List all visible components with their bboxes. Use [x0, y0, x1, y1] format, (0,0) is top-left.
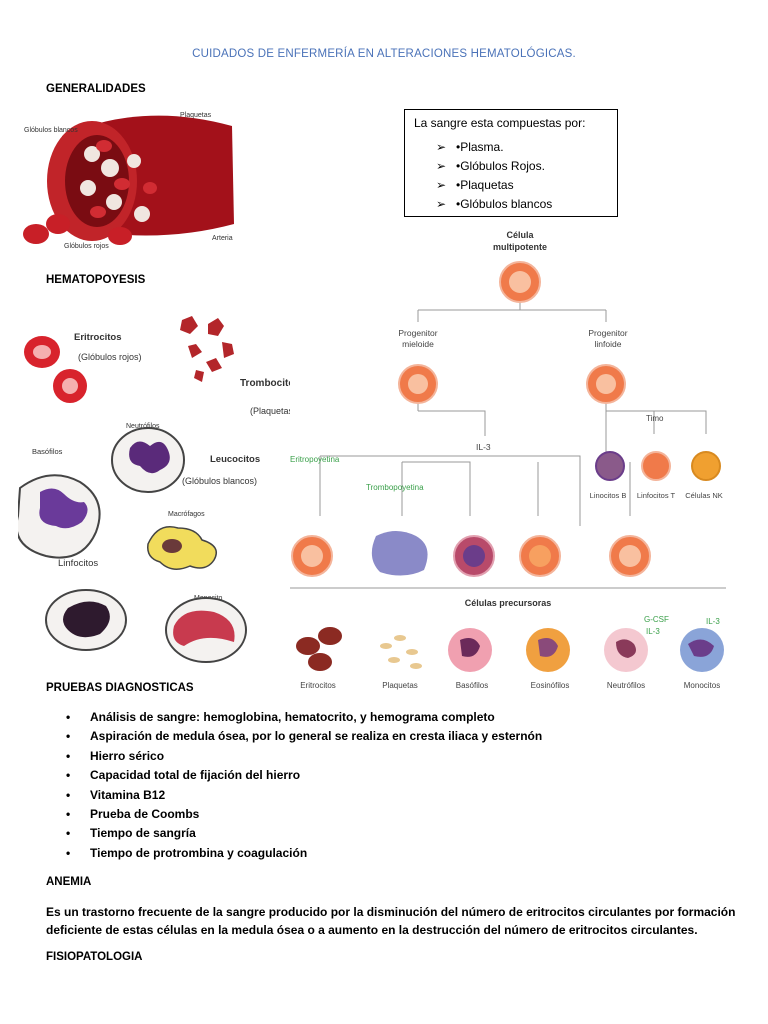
list-item: Aspiración de medula ósea, por lo genera… [66, 727, 768, 747]
hematopoiesis-tree-diagram: Célula multipotente Progenitor mieloide … [290, 230, 726, 690]
svg-text:Células precursoras: Células precursoras [465, 598, 552, 608]
list-item: Hierro sérico [66, 747, 768, 767]
list-item: Análisis de sangre: hemoglobina, hematoc… [66, 708, 768, 728]
svg-text:(Glóbulos blancos): (Glóbulos blancos) [182, 476, 257, 486]
svg-text:Monocitos: Monocitos [684, 681, 720, 690]
svg-text:(Glóbulos rojos): (Glóbulos rojos) [78, 352, 142, 362]
svg-text:IL-3: IL-3 [476, 442, 491, 452]
svg-text:Linfocitos T: Linfocitos T [637, 491, 676, 500]
blood-box-item: ➢•Plasma. [436, 138, 608, 157]
blood-box-title: La sangre esta compuestas por: [414, 116, 586, 130]
svg-text:Eritropoyetina: Eritropoyetina [290, 455, 340, 464]
svg-text:Basófilos: Basófilos [32, 447, 63, 456]
svg-text:Basófilos: Basófilos [456, 681, 488, 690]
svg-text:Célula: Célula [506, 230, 534, 240]
svg-text:IL-3: IL-3 [646, 627, 660, 636]
blood-box-item: ➢•Glóbulos Rojos. [436, 157, 608, 176]
pruebas-list: Análisis de sangre: hemoglobina, hematoc… [46, 708, 768, 864]
svg-text:Linocitos B: Linocitos B [590, 491, 627, 500]
svg-text:Eosinófilos: Eosinófilos [531, 681, 570, 690]
svg-text:linfoide: linfoide [595, 339, 622, 349]
svg-text:Neutrófilos: Neutrófilos [126, 423, 160, 430]
blood-box-item: ➢•Glóbulos blancos [436, 195, 608, 214]
arrow-icon: ➢ [436, 197, 447, 211]
svg-text:Leucocitos: Leucocitos [210, 454, 260, 465]
blood-box-item: ➢•Plaquetas [436, 176, 608, 195]
arrow-icon: ➢ [436, 178, 447, 192]
list-item: Capacidad total de fijación del hierro [66, 766, 768, 786]
list-item: Tiempo de protrombina y coagulación [66, 844, 768, 864]
svg-text:Progenitor: Progenitor [398, 328, 437, 338]
arrow-icon: ➢ [436, 140, 447, 154]
svg-text:Eritrocitos: Eritrocitos [74, 332, 122, 343]
svg-text:Macrófagos: Macrófagos [168, 511, 205, 518]
heading-anemia: ANEMIA [46, 876, 92, 888]
label-globulos-blancos: Glóbulos blancos [24, 127, 78, 134]
svg-text:G-CSF: G-CSF [644, 615, 669, 624]
svg-text:Linfocitos: Linfocitos [58, 558, 98, 569]
artery-illustration: Plaquetas Glóbulos blancos Glóbulos rojo… [23, 112, 234, 250]
svg-text:Neutrófilos: Neutrófilos [607, 681, 645, 690]
label-globulos-rojos: Glóbulos rojos [64, 243, 109, 250]
svg-text:Células NK: Células NK [685, 491, 723, 500]
svg-text:multipotente: multipotente [493, 242, 547, 252]
arrow-icon: ➢ [436, 159, 447, 173]
blood-cell-types-illustration: Eritrocitos (Glóbulos rojos) Trombocitos… [18, 316, 290, 663]
svg-text:IL-3: IL-3 [706, 617, 720, 626]
svg-text:(Plaquetas): (Plaquetas) [250, 406, 290, 416]
svg-text:Progenitor: Progenitor [588, 328, 627, 338]
list-item: Vitamina B12 [66, 786, 768, 806]
label-plaquetas: Plaquetas [180, 112, 212, 119]
svg-text:Trombocitos: Trombocitos [240, 378, 290, 389]
heading-fisiopatologia: FISIOPATOLOGIA [46, 951, 143, 963]
heading-generalidades: GENERALIDADES [46, 83, 146, 95]
svg-text:Timo: Timo [646, 414, 664, 423]
label-arteria: Arteria [212, 235, 233, 242]
list-item: Prueba de Coombs [66, 805, 768, 825]
svg-text:Eritrocitos: Eritrocitos [300, 681, 336, 690]
blood-composition-box: La sangre esta compuestas por: ➢•Plasma.… [404, 109, 618, 217]
blood-box-list: ➢•Plasma. ➢•Glóbulos Rojos. ➢•Plaquetas … [436, 138, 608, 214]
list-item: Tiempo de sangría [66, 824, 768, 844]
svg-text:Trombopoyetina: Trombopoyetina [366, 483, 424, 492]
anemia-paragraph: Es un trastorno frecuente de la sangre p… [46, 905, 736, 937]
svg-text:mieloide: mieloide [402, 339, 434, 349]
svg-text:Plaquetas: Plaquetas [382, 681, 418, 690]
heading-hematopoyesis: HEMATOPOYESIS [46, 274, 146, 286]
heading-pruebas-diagnosticas: PRUEBAS DIAGNOSTICAS [46, 682, 194, 694]
document-title: CUIDADOS DE ENFERMERÍA EN ALTERACIONES H… [192, 48, 576, 60]
